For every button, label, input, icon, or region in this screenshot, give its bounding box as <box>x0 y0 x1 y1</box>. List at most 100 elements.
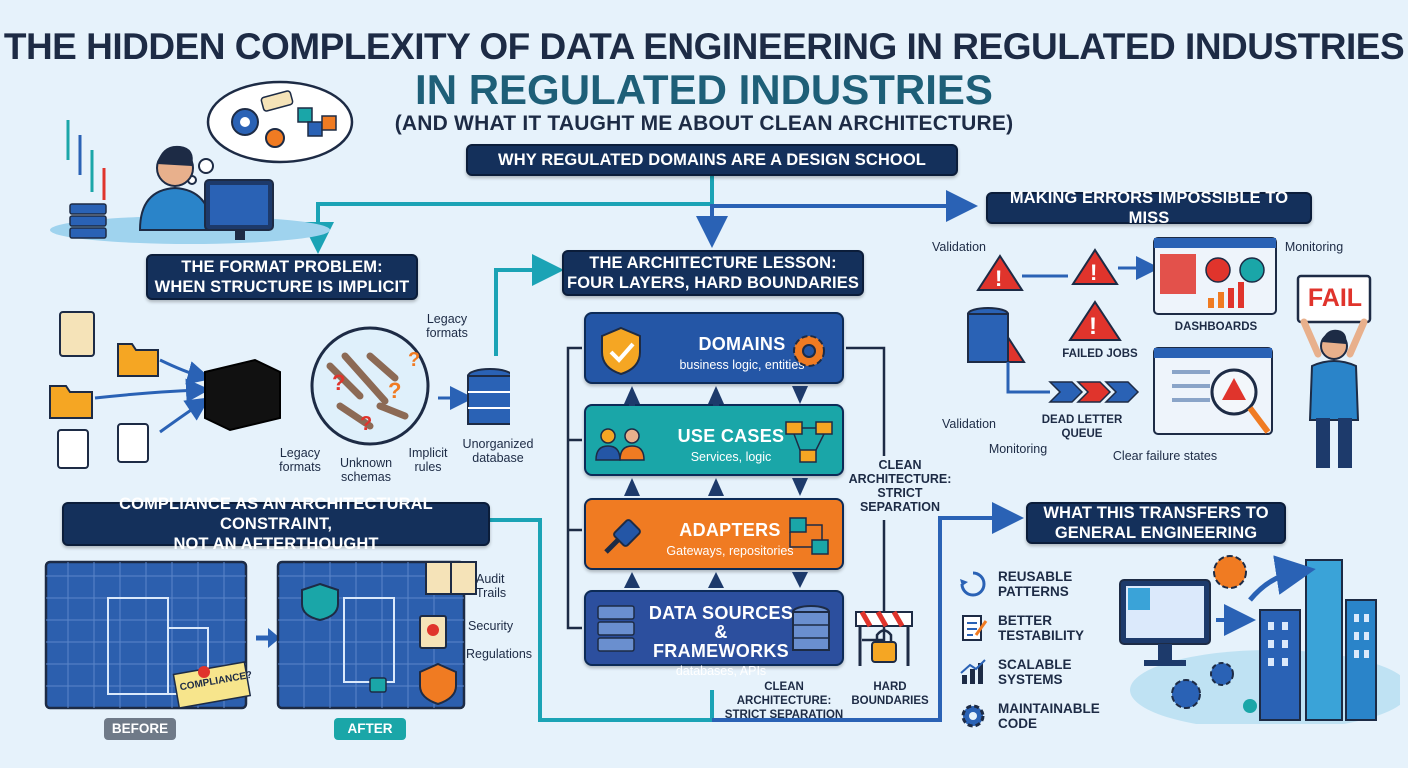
side-label-line2: ARCHITECTURE: <box>848 472 952 486</box>
side-label-line4: SEPARATION <box>859 500 941 514</box>
adapters-title: ADAPTERS <box>679 520 781 540</box>
compliance-title-box: COMPLIANCE AS AN ARCHITECTURAL CONSTRAIN… <box>62 495 490 553</box>
hard-label-line1: HARD <box>873 681 907 693</box>
database-icon <box>792 605 830 651</box>
data-sources-title-line2: & FRAMEWORKS <box>653 622 789 661</box>
hard-label-line2: BOUNDARIES <box>851 695 929 707</box>
benefit-item: REUSABLE PATTERNS <box>958 562 1108 606</box>
monitoring-bottom-label: Monitoring <box>988 442 1048 456</box>
format-title-line2: WHEN STRUCTURE IS IMPLICIT <box>154 278 410 296</box>
format-title-line1: THE FORMAT PROBLEM: <box>181 258 383 276</box>
monitoring-top-label: Monitoring <box>1284 240 1344 254</box>
warning-icon: ! <box>1071 248 1119 285</box>
architecture-lesson-box: THE ARCHITECTURE LESSON: FOUR LAYERS, HA… <box>562 250 864 296</box>
benefit-line1: BETTER <box>998 613 1052 628</box>
benefit-line1: REUSABLE <box>998 569 1073 584</box>
main-title-line2: IN REGULATED INDUSTRIES <box>415 66 993 113</box>
gear-icon <box>961 704 985 728</box>
compliance-title-line1: COMPLIANCE AS AN ARCHITECTURAL CONSTRAIN… <box>119 495 433 533</box>
warning-icon: ! <box>976 254 1024 291</box>
fail-sign-person <box>1296 274 1372 468</box>
benefit-item: SCALABLE SYSTEMS <box>958 650 1108 694</box>
shield-check-icon <box>601 326 641 376</box>
people-icon <box>595 428 645 461</box>
transfers-title-line1: WHAT THIS TRANSFERS TO <box>1043 504 1269 522</box>
benefit-line2: SYSTEMS <box>998 672 1063 687</box>
bottom-label-line1: CLEAN ARCHITECTURE: <box>736 681 832 707</box>
workflow-icon <box>785 421 833 463</box>
database-icon <box>467 368 510 425</box>
checklist-icon <box>962 615 988 641</box>
gear-icon <box>793 335 825 367</box>
errors-flow-illustration: ! ! ! ! <box>967 237 1277 435</box>
dashboards-label: DASHBOARDS <box>1174 321 1258 333</box>
layer-arrows <box>624 386 808 588</box>
data-sources-layer: DATA SOURCES & FRAMEWORKS databases, API… <box>584 590 844 678</box>
regulations-label: Regulations <box>466 647 533 661</box>
use-cases-layer: USE CASES Services, logic <box>584 404 844 476</box>
black-box-icon <box>204 358 281 432</box>
transfers-title-line2: GENERAL ENGINEERING <box>1054 524 1258 542</box>
implicit-rules-label: Implicit rules <box>408 446 448 474</box>
benefit-item: MAINTAINABLE CODE <box>958 694 1108 738</box>
use-cases-title: USE CASES <box>677 426 785 446</box>
svg-text:?: ? <box>408 349 420 371</box>
domains-layer: DOMAINS business logic, entities <box>584 312 844 384</box>
benefit-line1: MAINTAINABLE <box>998 701 1100 716</box>
dead-letter-queue-label: DEAD LETTER QUEUE <box>1036 413 1128 441</box>
hard-boundaries-label: HARD BOUNDARIES <box>850 680 930 708</box>
warning-icon: ! <box>1068 300 1122 341</box>
errors-title-box: MAKING ERRORS IMPOSSIBLE TO MISS <box>986 189 1312 227</box>
benefit-item: BETTER TESTABILITY <box>958 606 1108 650</box>
domains-title: DOMAINS <box>698 334 786 354</box>
failed-jobs-label: FAILED JOBS <box>1062 348 1138 360</box>
developer-illustration <box>50 80 354 244</box>
svg-text:?: ? <box>360 413 372 435</box>
architecture-title-line2: FOUR LAYERS, HARD BOUNDARIES <box>567 274 859 292</box>
compliance-title-line2: NOT AN AFTERTHOUGHT <box>173 535 379 553</box>
svg-text:?: ? <box>388 378 401 403</box>
domains-subtitle: business logic, entities <box>679 358 805 372</box>
svg-text:!: ! <box>1089 313 1097 340</box>
document-icon <box>117 423 149 463</box>
audit-line1: Audit <box>476 572 505 586</box>
audit-line2: Trails <box>476 586 507 600</box>
why-regulated-title: WHY REGULATED DOMAINS ARE A DESIGN SCHOO… <box>498 151 926 169</box>
compliance-illustration <box>44 560 477 710</box>
side-label-line1: CLEAN <box>878 458 922 472</box>
recycle-icon <box>960 571 986 597</box>
architecture-title-line1: THE ARCHITECTURE LESSON: <box>589 254 837 272</box>
sticky-note <box>172 661 252 709</box>
validation-bottom-label: Validation <box>942 417 996 431</box>
folder-icon <box>117 343 159 377</box>
benefit-line2: TESTABILITY <box>998 628 1084 643</box>
svg-text:?: ? <box>332 370 345 395</box>
dlq-line1: DEAD LETTER <box>1041 414 1123 426</box>
clean-architecture-bottom-label: CLEAN ARCHITECTURE: STRICT SEPARATION <box>718 680 850 722</box>
dlq-line2: QUEUE <box>1061 428 1103 440</box>
unknown-schemas-label: Unknown schemas <box>339 456 393 484</box>
clear-failure-label: Clear failure states <box>1112 449 1218 463</box>
validation-top-label: Validation <box>932 240 986 254</box>
side-label-line3: STRICT <box>877 486 923 500</box>
data-sources-title-line1: DATA SOURCES <box>648 603 794 623</box>
benefit-line2: PATTERNS <box>998 584 1069 599</box>
city-illustration <box>1119 555 1400 724</box>
server-icon <box>597 605 635 652</box>
after-badge: AFTER <box>334 718 406 740</box>
format-problem-box: THE FORMAT PROBLEM: WHEN STRUCTURE IS IM… <box>146 254 418 300</box>
legacy-formats-bottom-label: Legacy formats <box>279 446 321 474</box>
folder-icon <box>49 385 93 419</box>
adapters-subtitle: Gateways, repositories <box>666 544 794 558</box>
transfers-title-box: WHAT THIS TRANSFERS TO GENERAL ENGINEERI… <box>1026 502 1286 544</box>
adapters-layer: ADAPTERS Gateways, repositories <box>584 498 844 570</box>
plug-icon <box>604 519 641 554</box>
benefits-list: REUSABLE PATTERNS BETTER TESTABILITY SCA… <box>958 562 1108 738</box>
legacy-formats-top-label: Legacy formats <box>426 312 468 340</box>
main-title: THE HIDDEN COMPLEXITY OF DATA ENGINEERIN… <box>3 26 1405 67</box>
security-label: Security <box>468 619 514 633</box>
scroll-icon <box>59 311 95 357</box>
barrier-lock-icon <box>855 610 913 666</box>
format-problem-illustration: ? ? ? ? <box>49 311 510 469</box>
